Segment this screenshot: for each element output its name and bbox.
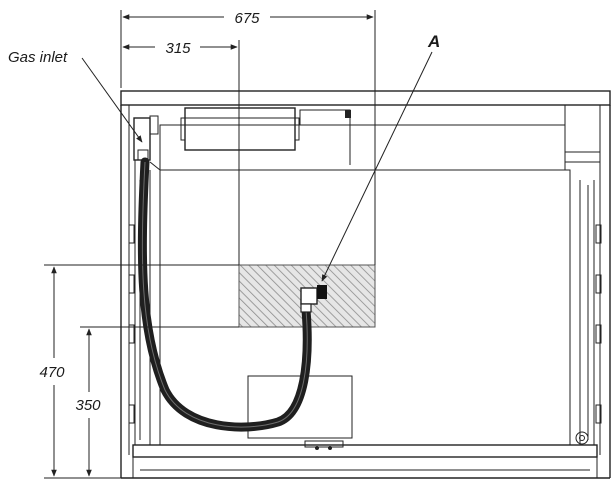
point-a-label: A <box>427 32 440 51</box>
top-panel <box>120 90 611 106</box>
foot-screw <box>575 431 589 445</box>
lower-inner-box <box>247 375 353 439</box>
right-side-rails <box>587 185 602 440</box>
gas-connector-a <box>300 285 327 313</box>
base-drawer <box>121 431 610 479</box>
appliance-body <box>120 90 611 479</box>
point-a-callout: A <box>321 32 440 282</box>
dimension-470-label: 470 <box>39 364 65 381</box>
gas-inlet-fitting <box>133 115 159 161</box>
dimension-height-470: 470 <box>39 264 239 477</box>
gas-hose <box>137 157 312 432</box>
dimension-350-label: 350 <box>75 397 101 414</box>
dimension-height-350: 350 <box>44 326 239 479</box>
dimension-675-label: 675 <box>234 10 260 27</box>
gas-inlet-callout: Gas inlet <box>8 49 143 143</box>
dimension-width-315: 315 <box>122 40 240 265</box>
control-module <box>180 107 351 165</box>
top-inner-bar <box>159 124 566 171</box>
gas-inlet-label: Gas inlet <box>8 49 68 66</box>
dimension-width-675: 675 <box>120 10 376 265</box>
dimension-315-label: 315 <box>165 40 191 57</box>
